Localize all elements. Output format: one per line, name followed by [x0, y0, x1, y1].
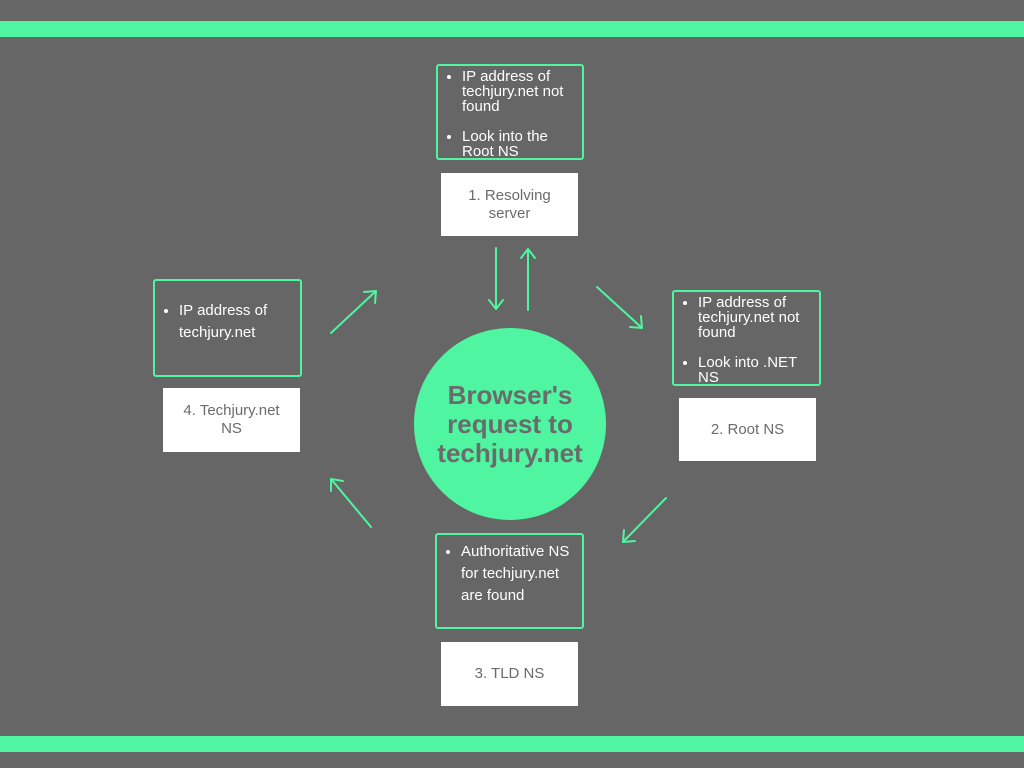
note-item: IP address of techjury.net not found: [698, 295, 813, 340]
note-item: Look into .NET NS: [698, 355, 813, 385]
tld-ns-label: 3. TLD NS: [441, 642, 578, 706]
arrow-down-left-icon: [622, 497, 667, 543]
note-item: IP address of techjury.net not found: [462, 69, 576, 114]
root-ns-label: 2. Root NS: [679, 398, 816, 461]
note-item: Authoritative NS for techjury.net are fo…: [461, 541, 576, 607]
top-accent-band: [0, 21, 1024, 37]
bottom-accent-band: [0, 736, 1024, 752]
resolving-server-label: 1. Resolving server: [441, 173, 578, 236]
note-item: Look into the Root NS: [462, 129, 576, 159]
browser-request-circle: Browser's request to techjury.net: [414, 328, 606, 520]
resolving-server-notes: IP address of techjury.net not found Loo…: [436, 64, 584, 160]
center-title: Browser's request to techjury.net: [437, 379, 583, 468]
arrow-down-icon: [488, 247, 504, 310]
arrow-up-right-icon: [330, 290, 377, 334]
arrow-down-right-icon: [596, 286, 643, 329]
arrow-up-left-icon: [330, 478, 372, 528]
tld-ns-notes: Authoritative NS for techjury.net are fo…: [435, 533, 584, 629]
root-ns-notes: IP address of techjury.net not found Loo…: [672, 290, 821, 386]
techjury-ns-label: 4. Techjury.net NS: [163, 388, 300, 452]
note-item: IP address of techjury.net: [179, 300, 294, 344]
techjury-ns-notes: IP address of techjury.net: [153, 279, 302, 377]
arrow-up-icon: [520, 248, 536, 311]
